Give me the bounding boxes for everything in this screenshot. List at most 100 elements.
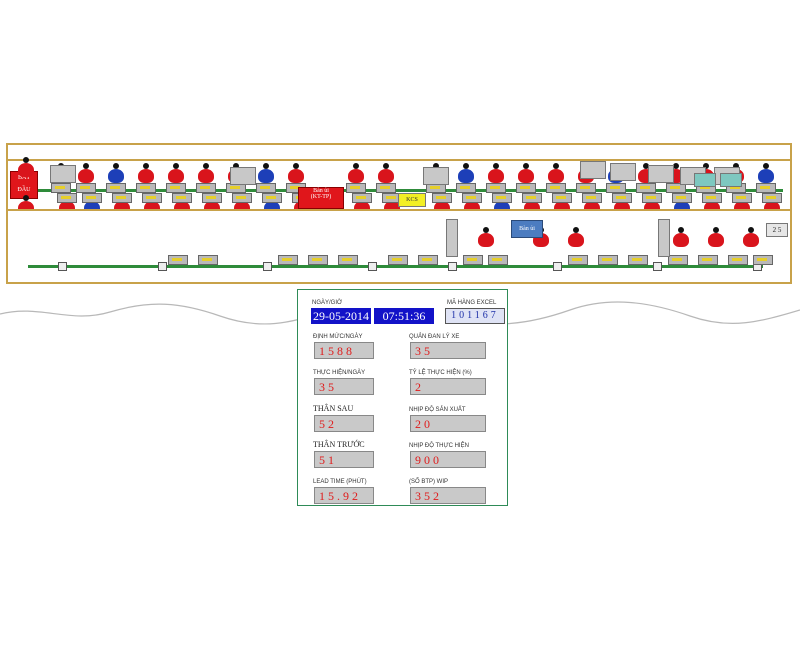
date-display: 29-05-2014 bbox=[311, 308, 371, 324]
sewing-machine-icon bbox=[196, 183, 216, 193]
sewing-machine-icon bbox=[636, 183, 656, 193]
worker-icon bbox=[708, 227, 724, 247]
workstation-table bbox=[658, 219, 670, 257]
production-dashboard: NGÀY/GIỜ 29-05-2014 07:51:36 MÃ HÀNG EXC… bbox=[297, 289, 508, 506]
conveyor-node bbox=[368, 262, 377, 271]
worker-icon bbox=[168, 163, 184, 183]
workstation-table bbox=[610, 163, 636, 181]
sewing-machine-icon bbox=[57, 193, 77, 203]
qc-station-label: KCS bbox=[406, 197, 418, 203]
sewing-machine-icon bbox=[486, 183, 506, 193]
product-code-label: MÃ HÀNG EXCEL bbox=[447, 300, 497, 306]
sewing-machine-icon bbox=[168, 255, 188, 265]
ironing-station-tag[interactable]: Bàn ủi (KT-TP) bbox=[298, 187, 344, 209]
sewing-machine-icon bbox=[642, 193, 662, 203]
worker-icon bbox=[78, 163, 94, 183]
worker-icon bbox=[518, 163, 534, 183]
sewing-machine-icon bbox=[346, 183, 366, 193]
sewing-machine-icon bbox=[462, 193, 482, 203]
sewing-machine-icon bbox=[198, 255, 218, 265]
metric-label: (SỐ BTP) WIP bbox=[409, 479, 448, 485]
production-line-bottom: Bàn ủi 2 5 bbox=[6, 209, 792, 284]
conveyor-node bbox=[58, 262, 67, 271]
worker-icon bbox=[348, 163, 364, 183]
sewing-machine-icon bbox=[492, 193, 512, 203]
sewing-machine-icon bbox=[256, 183, 276, 193]
sewing-machine-icon bbox=[232, 193, 252, 203]
sewing-machine-icon bbox=[82, 193, 102, 203]
time-display: 07:51:36 bbox=[374, 308, 434, 324]
worker-icon bbox=[288, 163, 304, 183]
sewing-machine-icon bbox=[606, 183, 626, 193]
conveyor-node bbox=[448, 262, 457, 271]
press-station-label: Bàn ủi bbox=[519, 226, 535, 232]
sewing-machine-icon bbox=[576, 183, 596, 193]
sewing-machine-icon bbox=[668, 255, 688, 265]
metric-value: 15.92 bbox=[314, 487, 374, 504]
production-line-top: BẮT ĐẦU Bàn ủi (KT-TP) KCS bbox=[6, 143, 792, 215]
metric-value: 1588 bbox=[314, 342, 374, 359]
sewing-machine-icon bbox=[352, 193, 372, 203]
conveyor-node bbox=[158, 262, 167, 271]
start-station-label: BẮT ĐẦU bbox=[17, 175, 31, 193]
qc-station-tag[interactable]: KCS bbox=[398, 193, 426, 207]
metric-value: 20 bbox=[410, 415, 486, 432]
workstation-table bbox=[694, 173, 716, 187]
metric-label: QUẢN ĐAN LÝ XE bbox=[409, 334, 460, 340]
workstation-table bbox=[446, 219, 458, 257]
sewing-machine-icon bbox=[142, 193, 162, 203]
sewing-machine-icon bbox=[756, 183, 776, 193]
worker-icon bbox=[743, 227, 759, 247]
sewing-machine-icon bbox=[672, 193, 692, 203]
sewing-machine-icon bbox=[418, 255, 438, 265]
worker-icon bbox=[198, 163, 214, 183]
press-station-tag[interactable]: Bàn ủi bbox=[511, 220, 543, 238]
metric-value: 35 bbox=[314, 378, 374, 395]
sewing-machine-icon bbox=[698, 255, 718, 265]
metric-label: NHỊP ĐỘ THỰC HIỆN bbox=[409, 443, 469, 449]
sewing-machine-icon bbox=[568, 255, 588, 265]
sewing-machine-icon bbox=[51, 183, 71, 193]
sewing-machine-icon bbox=[136, 183, 156, 193]
worker-icon bbox=[673, 227, 689, 247]
worker-icon bbox=[258, 163, 274, 183]
conveyor-belt bbox=[38, 189, 783, 192]
sewing-machine-icon bbox=[582, 193, 602, 203]
metric-label: THÂN SAU bbox=[313, 404, 354, 413]
sewing-machine-icon bbox=[546, 183, 566, 193]
metric-label: ĐỊNH MỨC/NGÀY bbox=[313, 334, 363, 340]
ironing-station-label: Bàn ủi bbox=[313, 188, 329, 194]
sewing-machine-icon bbox=[112, 193, 132, 203]
end-station-tag[interactable]: 2 5 bbox=[766, 223, 788, 237]
line-top-border bbox=[8, 159, 790, 161]
worker-icon bbox=[138, 163, 154, 183]
metric-label: NHỊP ĐỘ SẢN XUẤT bbox=[409, 407, 466, 413]
sewing-machine-icon bbox=[388, 255, 408, 265]
metric-value: 900 bbox=[410, 451, 486, 468]
sewing-machine-icon bbox=[338, 255, 358, 265]
worker-icon bbox=[458, 163, 474, 183]
workstation-table bbox=[423, 167, 449, 185]
sewing-machine-icon bbox=[488, 255, 508, 265]
date-label: NGÀY/GIỜ bbox=[312, 300, 343, 306]
metric-label: TỶ LỆ THỰC HIỆN (%) bbox=[409, 370, 472, 376]
conveyor-belt-bottom bbox=[28, 265, 763, 268]
worker-icon bbox=[378, 163, 394, 183]
workstation-table bbox=[648, 165, 674, 183]
sewing-machine-icon bbox=[732, 193, 752, 203]
workstation-table bbox=[230, 167, 256, 185]
workstation-table bbox=[580, 161, 606, 179]
metric-value: 2 bbox=[410, 378, 486, 395]
sewing-machine-icon bbox=[106, 183, 126, 193]
sewing-machine-icon bbox=[628, 255, 648, 265]
worker-icon bbox=[108, 163, 124, 183]
workstation-table bbox=[720, 173, 742, 187]
workstation-table bbox=[50, 165, 76, 183]
sewing-machine-icon bbox=[308, 255, 328, 265]
worker-icon bbox=[478, 227, 494, 247]
metric-label: THỰC HIỆN/NGÀY bbox=[313, 370, 366, 376]
sewing-machine-icon bbox=[463, 255, 483, 265]
sewing-machine-icon bbox=[76, 183, 96, 193]
sewing-machine-icon bbox=[522, 193, 542, 203]
end-station-label: 2 5 bbox=[772, 226, 782, 234]
